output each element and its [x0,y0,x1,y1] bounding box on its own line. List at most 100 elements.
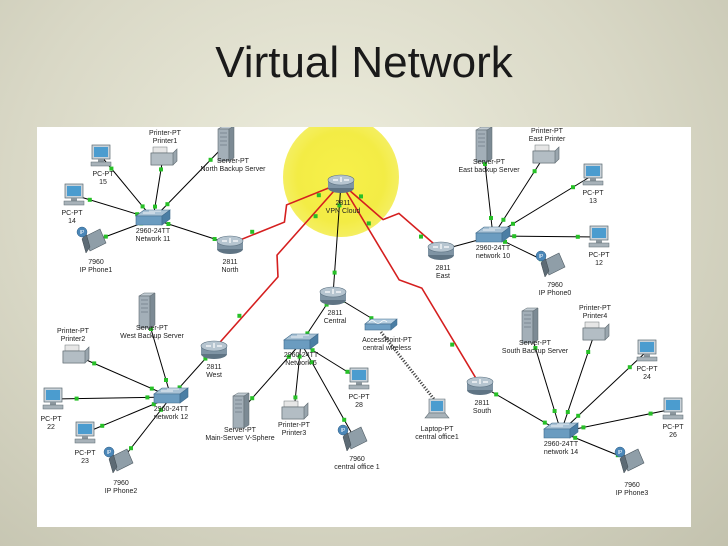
device-srvE-server-icon[interactable] [475,127,493,163]
device-sw14-model-label: 2960-24TT [544,441,579,448]
device-pc22-pc-icon[interactable] [42,387,64,410]
device-west-router-icon[interactable] [200,340,228,359]
link-light-sw10-pc12-1 [575,234,580,239]
device-lap-model-label: Laptop-PT [421,426,454,433]
device-ph0-model-label: 7960 [547,282,563,289]
device-pc23-model-label: PC-PT [75,450,97,457]
device-ph1-phone-icon[interactable]: IP [76,226,107,254]
link-light-sw11-pc14-0 [135,212,140,217]
link-light-sw10-srvE-1 [483,162,487,166]
device-prn4-printer-icon[interactable] [582,321,610,341]
device-east-router-icon[interactable] [427,241,455,260]
link-vpn-south [340,182,481,386]
device-north-router-icon[interactable] [216,235,244,254]
device-sw14-switch-icon[interactable] [543,422,579,439]
device-pc24-pc-icon[interactable] [636,339,658,362]
link-light-swc-srvM-0 [286,354,291,359]
link-vpn-west [213,182,342,350]
device-srvM-model-label: Server-PT [224,427,257,434]
device-ap-name-label: central wireless [363,345,412,352]
device-prnE-model-label: Printer-PT [531,128,564,135]
device-sw10-switch-icon[interactable] [475,226,511,243]
device-sw11-name-label: Network 11 [136,236,171,243]
link-light-sw14-srvS-0 [552,409,557,413]
svg-text:IP: IP [618,450,623,456]
device-swc-switch-icon[interactable] [283,333,319,350]
device-ph3-phone-icon[interactable]: IP [614,446,645,474]
device-sw12-switch-icon[interactable] [153,387,189,404]
link-sw11-prn1 [152,156,164,220]
device-ph0-name-label: IP Phone0 [539,290,572,297]
device-prn3-model-label: Printer-PT [278,422,311,429]
device-srvW-server-icon[interactable] [138,292,156,329]
device-prn1-printer-icon[interactable] [150,146,178,166]
device-sw12-model-label: 2960-24TT [154,406,189,413]
link-light-sw14-prn4-0 [565,410,570,414]
device-pc12-pc-icon[interactable] [588,225,610,248]
device-pc24-model-label: PC-PT [637,366,659,373]
device-pc28-pc-icon[interactable] [348,367,370,390]
link-sw11-pc15 [100,155,154,220]
device-ph1-model-label: 7960 [88,259,104,266]
device-ph2-phone-icon[interactable]: IP [103,446,134,474]
device-prn4-model-label: Printer-PT [579,305,612,312]
device-pc13-pc-icon[interactable] [582,163,604,186]
device-srvW-model-label: Server-PT [136,325,169,332]
link-light-sw12-pc23-0 [151,402,156,407]
device-phc-phone-icon[interactable]: IP [337,424,368,452]
device-vpn-name-label: VPN Cloud [326,208,361,215]
device-prn3-name-label: Printer3 [282,430,307,437]
device-pc12-model-label: PC-PT [589,252,611,259]
device-srvM-server-icon[interactable] [232,392,250,429]
link-light-sw11-pc15-1 [109,166,114,171]
link-light-central-swc-0 [324,302,329,307]
device-prn1-model-label: Printer-PT [149,130,182,137]
device-vpn-router-icon[interactable] [327,174,355,193]
device-central-router-icon[interactable] [319,286,347,305]
device-south-name-label: South [473,408,491,415]
link-light-sw10-ph0-0 [503,239,507,244]
link-light-sw11-srvN-1 [208,157,213,162]
device-pc26-pc-icon[interactable] [662,397,684,420]
device-ph2-model-label: 7960 [113,480,129,487]
device-pc15-pc-icon[interactable] [90,144,112,167]
link-light-sw10-srvE-0 [489,216,493,220]
link-light-swc-phc-0 [309,360,314,365]
link-light-south-sw14-1 [542,420,547,425]
link-light-sw12-prn2-1 [92,361,97,366]
link-light-north-sw11-0 [212,237,217,241]
device-prn2-printer-icon[interactable] [62,344,90,364]
device-srvW-name-label: West Backup Server [120,333,184,340]
device-swc-name-label: Network 6 [285,360,317,367]
device-srvE-model-label: Server-PT [473,159,506,166]
device-srvS-server-icon[interactable] [521,307,539,344]
link-sw12-pc22 [52,396,172,400]
device-ph0-phone-icon[interactable]: IP [535,250,566,278]
link-sw12-ph2 [120,396,172,462]
device-sw11-model-label: 2960-24TT [136,228,171,235]
device-sw14-name-label: network 14 [544,449,578,456]
device-lap-laptop-icon[interactable] [424,398,450,419]
link-light-sw11-ph1-1 [103,234,108,239]
device-south-router-icon[interactable] [466,376,494,395]
link-light-sw14-pc26-1 [648,411,653,416]
link-light-swc-prn3-0 [297,354,302,359]
link-light-north-sw11-1 [166,222,171,226]
device-pc22-model-label: PC-PT [41,416,63,423]
device-srvM-name-label: Main-Server V-Sphere [205,435,274,442]
device-prn3-printer-icon[interactable] [281,400,309,420]
device-sw11-switch-icon[interactable] [135,209,171,226]
device-sw12-name-label: network 12 [154,414,188,421]
link-light-sw12-pc22-1 [74,396,79,401]
device-ap-accesspoint-icon[interactable] [364,318,398,331]
device-prnE-printer-icon[interactable] [532,144,560,164]
device-pc23-pc-icon[interactable] [74,421,96,444]
device-north-model-label: 2811 [222,259,237,266]
device-south-model-label: 2811 [474,400,489,407]
link-light-vpn-east-1 [419,234,423,239]
link-light-vpn-central-1 [332,270,337,275]
link-light-sw12-pc22-0 [145,395,150,400]
device-pc14-pc-icon[interactable] [63,183,85,206]
device-srvN-server-icon[interactable] [217,127,235,162]
